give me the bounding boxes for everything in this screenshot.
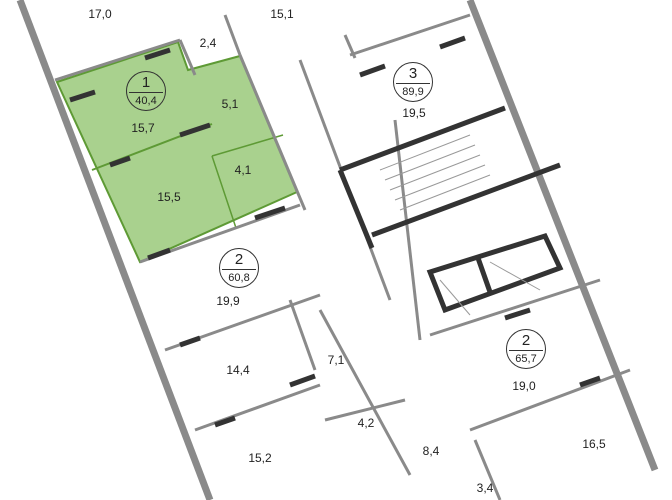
room-count: 2: [222, 251, 256, 270]
apartment-1-highlight[interactable]: [55, 40, 299, 264]
left-facade-wall: [16, 0, 214, 500]
room-area: 15,2: [248, 451, 272, 465]
apartment-1-badge[interactable]: 1 40,4: [126, 71, 166, 111]
room-area: 19,0: [512, 379, 536, 393]
stairs: [379, 134, 541, 316]
room-area: 14,4: [226, 363, 250, 377]
room-area: 17,0: [88, 7, 112, 21]
room-area: 5,1: [221, 97, 239, 111]
apartment-1-inner-wall: [211, 155, 237, 229]
room-area: 4,2: [357, 416, 375, 430]
room-count: 1: [129, 74, 163, 93]
room-area: 8,4: [422, 444, 440, 458]
room-area: 7,1: [327, 353, 345, 367]
room-area: 19,9: [216, 294, 240, 308]
apartment-2b-badge[interactable]: 2 65,7: [506, 329, 546, 369]
apartment-2-badge[interactable]: 2 60,8: [219, 248, 259, 288]
room-count: 3: [396, 65, 430, 84]
right-facade-wall: [466, 0, 659, 472]
room-area: 15,1: [270, 7, 294, 21]
room-area: 19,5: [402, 106, 426, 120]
room-count: 2: [509, 332, 543, 351]
apartment-1-inner-wall: [211, 134, 284, 157]
total-area: 60,8: [228, 272, 250, 284]
room-area: 2,4: [199, 36, 217, 50]
total-area: 40,4: [135, 95, 157, 107]
stair-core-walls: [337, 105, 564, 314]
total-area: 89,9: [402, 86, 424, 98]
room-area: 16,5: [582, 437, 606, 451]
windows: [69, 35, 601, 428]
room-area: 4,1: [234, 163, 252, 177]
total-area: 65,7: [515, 353, 537, 365]
room-area: 15,5: [157, 190, 181, 204]
room-area: 15,7: [131, 121, 155, 135]
apartment-3-badge[interactable]: 3 89,9: [393, 62, 433, 102]
room-area: 3,4: [476, 481, 494, 495]
